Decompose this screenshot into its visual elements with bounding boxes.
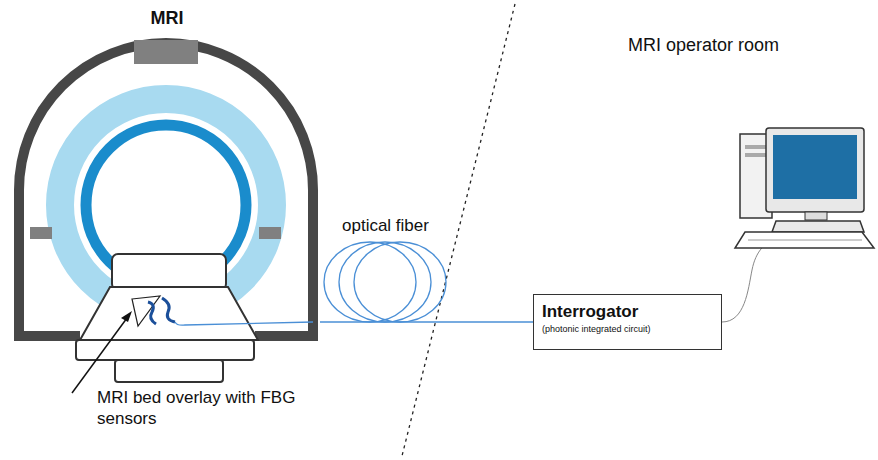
interrogator-box: Interrogator (photonic integrated circuit… bbox=[533, 294, 722, 350]
edge-label: optical fiber bbox=[340, 216, 431, 236]
node-title: Interrogator bbox=[542, 302, 713, 322]
magnet-ring bbox=[60, 99, 272, 311]
bed-support bbox=[115, 360, 223, 382]
fiber-coil bbox=[324, 242, 446, 322]
fbg-sensor bbox=[148, 298, 175, 324]
bed-overlay bbox=[80, 287, 258, 340]
node-subtitle: (photonic integrated circuit) bbox=[542, 324, 713, 334]
usb-cable bbox=[722, 238, 772, 322]
coil-block bbox=[134, 40, 198, 64]
computer bbox=[735, 128, 874, 248]
leader-line bbox=[72, 318, 127, 393]
fiber-inside bbox=[175, 322, 313, 325]
bed-top bbox=[112, 254, 226, 290]
optical-fiber bbox=[320, 322, 533, 323]
callout-label: MRI bed overlay with FBG sensors bbox=[97, 387, 337, 430]
node-title: MRI bbox=[14, 8, 320, 29]
room-label: MRI operator room bbox=[628, 34, 868, 57]
mri-scanner: MRI bbox=[14, 6, 320, 452]
